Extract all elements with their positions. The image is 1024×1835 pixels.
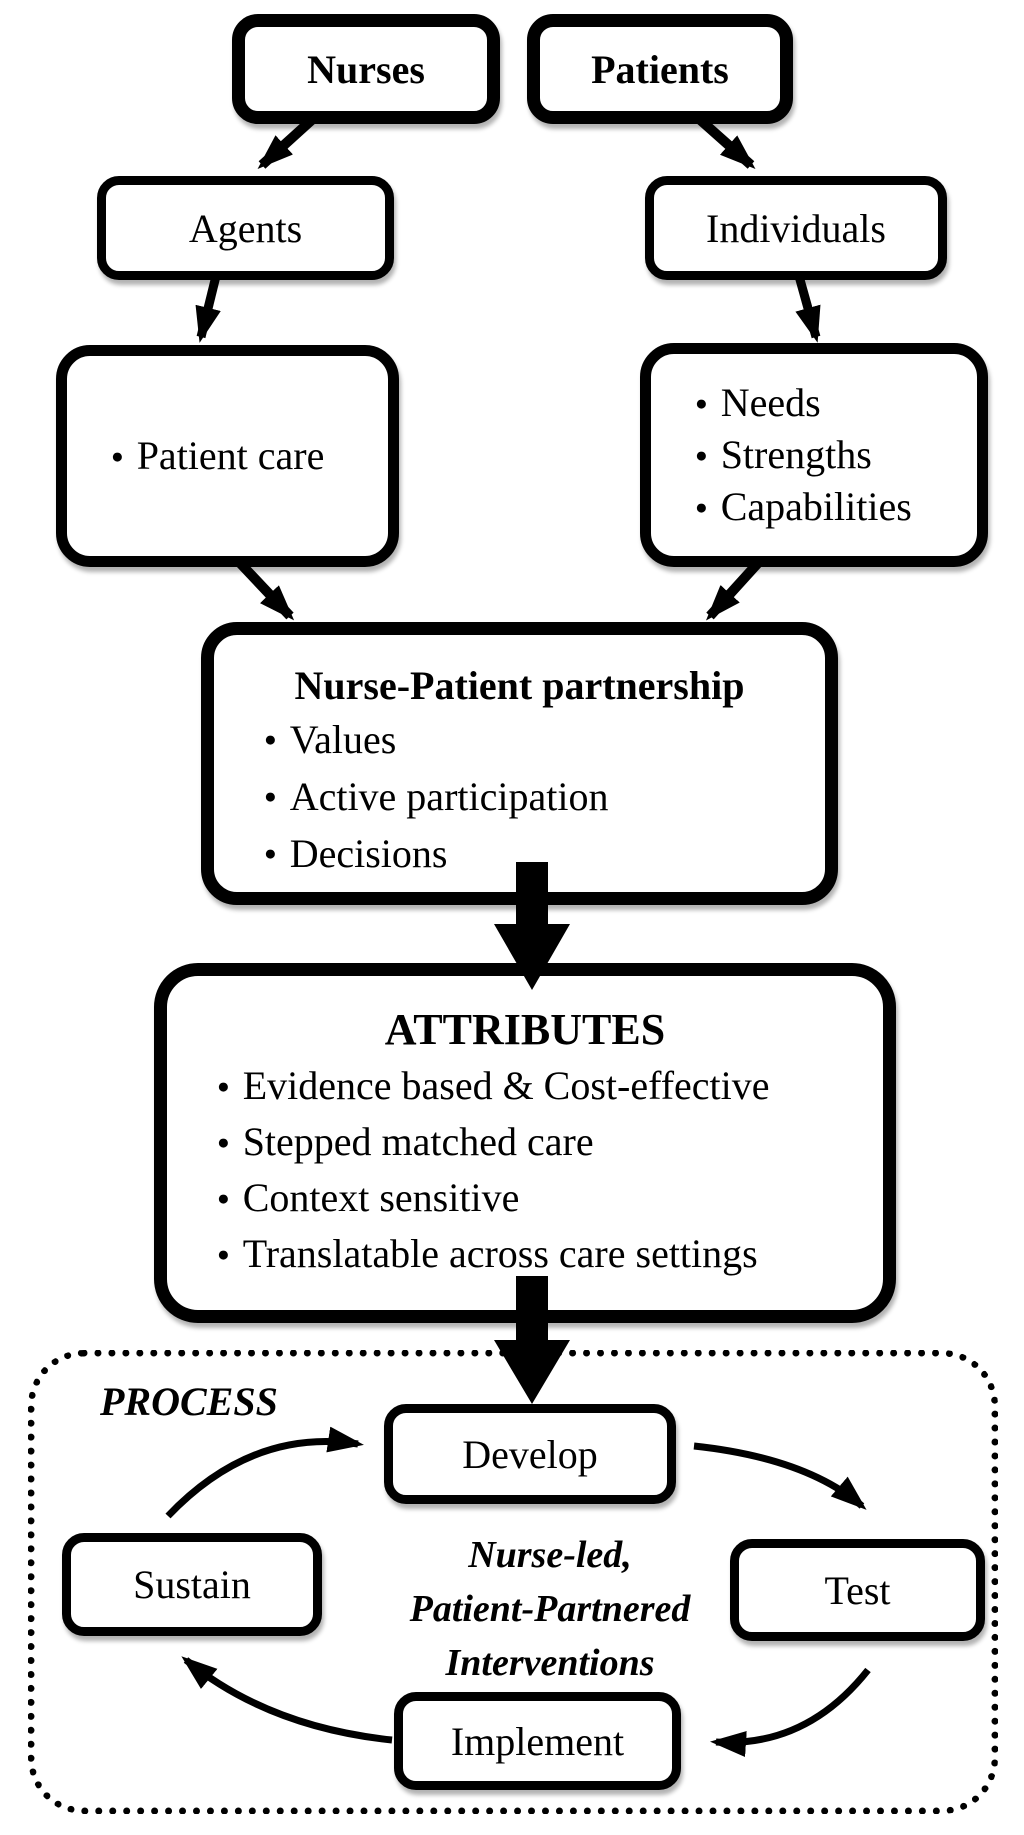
node-nurses: Nurses bbox=[232, 14, 500, 124]
partnership-list: ● Values ● Active participation ● Decisi… bbox=[214, 711, 825, 892]
node-patients-label: Patients bbox=[591, 46, 729, 92]
bullet-icon: ● bbox=[264, 784, 277, 808]
bullet-icon: ● bbox=[217, 1242, 230, 1266]
node-implement: Implement bbox=[394, 1692, 681, 1790]
arrow-qualities-to-partnership bbox=[705, 559, 762, 621]
arrow-patient-care-to-partnership bbox=[236, 559, 295, 621]
list-item: ● Decisions bbox=[264, 825, 447, 882]
list-item: ● Active participation bbox=[264, 768, 608, 825]
attributes-title: ATTRIBUTES bbox=[384, 1005, 666, 1054]
cycle-center-text: Nurse-led, Patient-Partnered Interventio… bbox=[340, 1528, 760, 1690]
bullet-icon: ● bbox=[264, 841, 277, 865]
bullet-icon: ● bbox=[695, 443, 708, 467]
bullet-icon: ● bbox=[217, 1074, 230, 1098]
node-patient-care: ● Patient care bbox=[56, 345, 399, 567]
list-item: ● Patient care bbox=[111, 430, 324, 482]
list-item-text: Strengths bbox=[720, 432, 872, 477]
node-implement-label: Implement bbox=[450, 1718, 625, 1764]
bullet-icon: ● bbox=[217, 1186, 230, 1210]
bullet-icon: ● bbox=[695, 391, 708, 415]
bullet-icon: ● bbox=[111, 444, 124, 468]
list-item: ● Stepped matched care bbox=[217, 1114, 594, 1170]
list-item: ● Needs bbox=[695, 377, 821, 429]
list-item-text: Context sensitive bbox=[242, 1175, 520, 1220]
node-nurses-label: Nurses bbox=[307, 46, 425, 92]
list-item-text: Values bbox=[289, 717, 397, 762]
list-item-text: Translatable across care settings bbox=[242, 1231, 758, 1276]
node-individuals-label: Individuals bbox=[706, 205, 886, 251]
list-item-text: Evidence based & Cost-effective bbox=[242, 1063, 770, 1108]
process-label: PROCESS bbox=[100, 1379, 278, 1424]
cycle-center-line2: Patient-Partnered bbox=[409, 1588, 691, 1630]
attributes-list: ● Evidence based & Cost-effective ● Step… bbox=[167, 1058, 883, 1310]
list-item: ● Values bbox=[264, 711, 396, 768]
arrow-agents-to-patient-care bbox=[195, 274, 221, 343]
list-item: ● Translatable across care settings bbox=[217, 1226, 758, 1282]
list-item: ● Capabilities bbox=[695, 481, 912, 533]
individual-qualities-list: ● Needs ● Strengths ● Capabilities bbox=[651, 354, 977, 556]
node-attributes: ATTRIBUTES ● Evidence based & Cost-effec… bbox=[154, 963, 896, 1323]
arrow-nurses-to-agents bbox=[257, 113, 319, 170]
bullet-icon: ● bbox=[695, 495, 708, 519]
cycle-center-line1: Nurse-led, bbox=[468, 1534, 632, 1576]
list-item-text: Stepped matched care bbox=[242, 1119, 594, 1164]
node-develop: Develop bbox=[384, 1404, 676, 1504]
node-test: Test bbox=[730, 1539, 985, 1641]
list-item: ● Evidence based & Cost-effective bbox=[217, 1058, 770, 1114]
node-individuals: Individuals bbox=[645, 176, 947, 280]
list-item-text: Patient care bbox=[136, 433, 325, 478]
partnership-title: Nurse-Patient partnership bbox=[294, 663, 745, 708]
list-item-text: Needs bbox=[720, 380, 821, 425]
node-sustain-label: Sustain bbox=[133, 1562, 251, 1607]
bullet-icon: ● bbox=[264, 727, 277, 751]
list-item-text: Capabilities bbox=[720, 484, 912, 529]
list-item-text: Active participation bbox=[289, 774, 609, 819]
arrow-individuals-to-qualities bbox=[794, 274, 821, 343]
node-develop-label: Develop bbox=[462, 1431, 598, 1477]
node-sustain: Sustain bbox=[62, 1533, 322, 1636]
list-item-text: Decisions bbox=[289, 831, 448, 876]
list-item: ● Context sensitive bbox=[217, 1170, 519, 1226]
node-test-label: Test bbox=[824, 1567, 891, 1613]
node-individual-qualities: ● Needs ● Strengths ● Capabilities bbox=[640, 343, 988, 567]
patient-care-list: ● Patient care bbox=[67, 356, 388, 556]
node-agents: Agents bbox=[97, 176, 394, 280]
list-item: ● Strengths bbox=[695, 429, 872, 481]
node-agents-label: Agents bbox=[188, 205, 303, 251]
arrow-patients-to-individuals bbox=[693, 113, 756, 169]
node-partnership: Nurse-Patient partnership ● Values ● Act… bbox=[201, 622, 838, 905]
node-patients: Patients bbox=[527, 14, 793, 124]
cycle-center-line3: Interventions bbox=[445, 1642, 655, 1684]
bullet-icon: ● bbox=[217, 1130, 230, 1154]
